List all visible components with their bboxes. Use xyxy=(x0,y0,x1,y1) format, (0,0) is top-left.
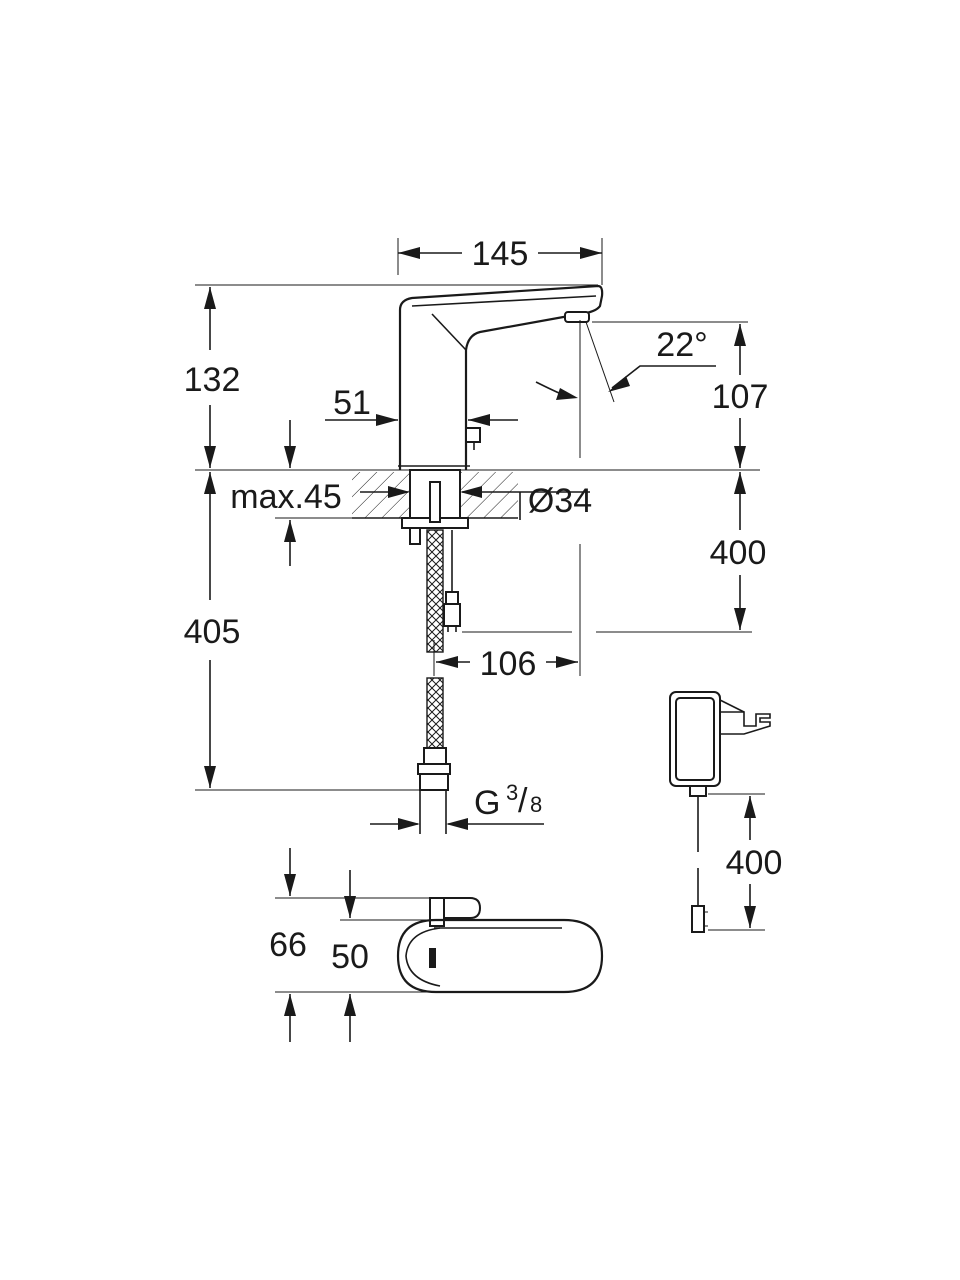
dim-g-den-label: 8 xyxy=(530,792,542,817)
dim-max45-label: max.45 xyxy=(230,478,342,516)
dim-50-label: 50 xyxy=(331,938,369,976)
dim-66-label: 66 xyxy=(269,926,307,964)
dimension-106: 106 xyxy=(433,544,581,683)
power-adapter xyxy=(669,691,771,933)
dimension-g38: G 3 / 8 xyxy=(370,780,544,830)
dimension-145: 145 xyxy=(397,235,603,285)
dim-22deg-label: 22° xyxy=(656,326,707,364)
dim-132-label: 132 xyxy=(184,361,241,399)
dim-g-label: G xyxy=(474,784,500,822)
dimension-22deg: 22° xyxy=(535,320,748,458)
dimension-400-cable: 400 xyxy=(462,472,767,633)
dim-106-label: 106 xyxy=(480,645,537,683)
dim-145-label: 145 xyxy=(472,235,529,273)
deck-section xyxy=(352,469,518,545)
dimension-66: 66 xyxy=(269,848,430,1042)
dimension-50: 50 xyxy=(331,870,436,1042)
faucet-side-view xyxy=(398,284,604,470)
fraction-slash: / xyxy=(518,782,528,820)
dimension-107: 107 xyxy=(712,324,769,468)
faucet-plan-view xyxy=(396,897,604,994)
dim-51-label: 51 xyxy=(333,384,371,422)
dim-405-label: 405 xyxy=(184,613,241,651)
dimension-400-adapter: 400 xyxy=(708,793,783,931)
dimension-max45: max.45 xyxy=(230,420,352,566)
dim-g-num-label: 3 xyxy=(506,780,518,805)
dimension-405: 405 xyxy=(184,472,420,791)
dim-400-cable-label: 400 xyxy=(710,534,767,572)
dim-d34-label: Ø34 xyxy=(528,482,592,520)
dimension-132: 132 xyxy=(184,287,241,468)
dimension-51: 51 xyxy=(325,384,518,426)
dim-107-label: 107 xyxy=(712,378,769,416)
supply-hose xyxy=(417,529,451,834)
sensor-cable xyxy=(443,530,461,632)
dimension-d34: Ø34 xyxy=(360,482,592,520)
dim-400-adapter-label: 400 xyxy=(726,844,783,882)
